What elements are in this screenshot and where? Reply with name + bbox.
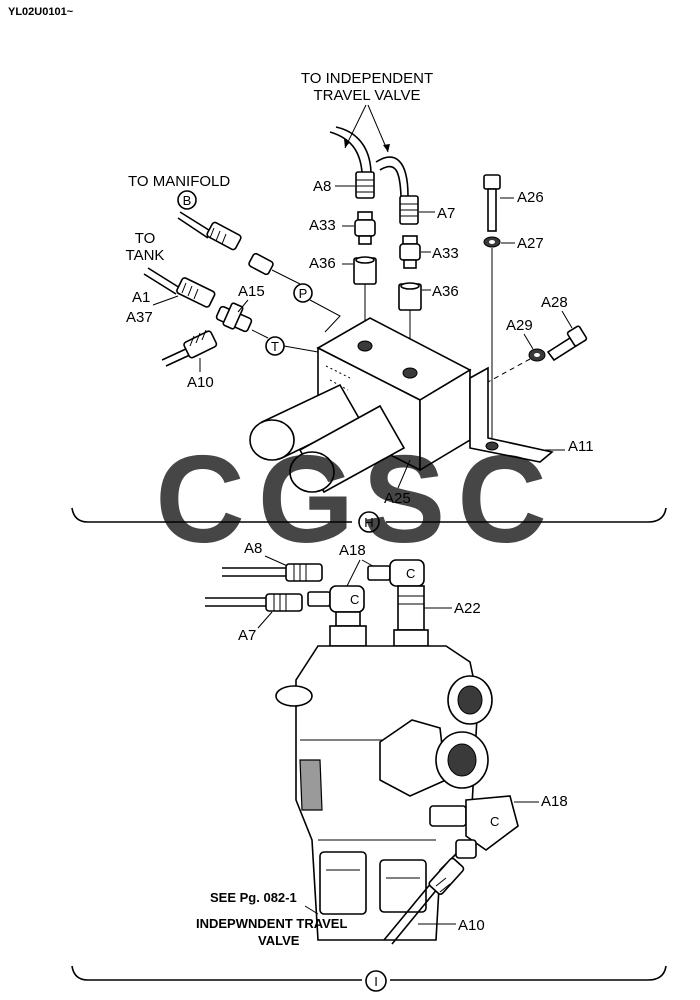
adapter-a33-right xyxy=(399,235,421,269)
fitting-manifold-line xyxy=(206,221,242,251)
bolt-a26 xyxy=(483,174,501,232)
fitting-a8 xyxy=(355,171,375,199)
part-label-a15: A15 xyxy=(238,283,265,300)
part-label-a1: A1 xyxy=(132,289,150,306)
adapter-left-hex xyxy=(329,625,367,647)
hose-a7-bottom xyxy=(205,597,268,607)
fitting-a10-bottom xyxy=(428,857,465,895)
screw-a28 xyxy=(546,325,588,362)
svg-text:C: C xyxy=(406,566,415,581)
tee-fitting-a15 xyxy=(215,302,253,333)
leader-to-independent-right xyxy=(367,104,389,153)
hose-a10-bottom xyxy=(383,881,439,945)
port-p-circle xyxy=(293,283,313,303)
part-label-a36-left: A36 xyxy=(309,255,336,272)
elbow-a18-side: C xyxy=(429,795,519,859)
section-h-bracket xyxy=(71,507,667,523)
nut-a36-right xyxy=(398,282,422,311)
manifold-block xyxy=(316,317,472,472)
bracket-a11 xyxy=(469,366,554,463)
fitting-manifold-adapter xyxy=(248,252,274,276)
part-label-a27: A27 xyxy=(517,235,544,252)
line-to-manifold xyxy=(177,211,213,239)
part-label-a18-side: A18 xyxy=(541,793,568,810)
part-label-a29: A29 xyxy=(506,317,533,334)
part-label-a10-bottom: A10 xyxy=(458,917,485,934)
watermark-letter-c1: C xyxy=(155,431,245,569)
fitting-a8-bottom xyxy=(285,563,323,582)
svg-text:C: C xyxy=(490,814,499,829)
adapter-a22 xyxy=(393,585,429,647)
part-label-a25: A25 xyxy=(384,490,411,507)
part-label-a7-top: A7 xyxy=(437,205,455,222)
part-label-a33-right: A33 xyxy=(432,245,459,262)
part-label-a7-bottom: A7 xyxy=(238,627,256,644)
section-h-label: H xyxy=(364,515,373,530)
nut-a36-left xyxy=(353,256,377,285)
watermark-letter-g: G xyxy=(258,431,354,569)
label-to-manifold: TO MANIFOLD xyxy=(128,173,230,190)
washer-a27 xyxy=(483,236,501,248)
document-id: YL02U0101~ xyxy=(8,6,74,18)
port-t-label: T xyxy=(271,339,279,354)
part-label-a10-top: A10 xyxy=(187,374,214,391)
part-label-a8-top: A8 xyxy=(313,178,331,195)
part-label-a28: A28 xyxy=(541,294,568,311)
label-tank: TANK xyxy=(126,247,165,264)
label-see-page: SEE Pg. 082-1 xyxy=(210,890,297,905)
hose-a10-top xyxy=(161,347,193,367)
port-b-label: B xyxy=(183,193,192,208)
hose-a7-outer xyxy=(379,165,402,197)
part-label-a33-left: A33 xyxy=(309,217,336,234)
label-to: TO xyxy=(135,230,156,247)
line-to-tank xyxy=(143,267,181,295)
section-h-circle xyxy=(358,511,380,533)
label-independent-travel: INDEPWNDENT TRAVEL xyxy=(196,916,347,931)
port-p-label: P xyxy=(299,286,308,301)
fitting-a1-a37 xyxy=(176,277,216,308)
washer-a29 xyxy=(528,348,546,362)
cylinder-front xyxy=(289,404,406,494)
section-i-bracket xyxy=(71,965,667,981)
part-label-a22: A22 xyxy=(454,600,481,617)
part-label-a11: A11 xyxy=(568,438,594,455)
part-label-a37: A37 xyxy=(126,309,153,326)
section-i-circle xyxy=(365,970,387,992)
part-label-a8-bottom: A8 xyxy=(244,540,262,557)
port-b-circle xyxy=(177,190,197,210)
label-travel-valve: TRAVEL VALVE xyxy=(314,87,421,104)
watermark-letter-c2: C xyxy=(457,431,547,569)
hose-a8-outer xyxy=(335,126,372,173)
label-to-independent: TO INDEPENDENT xyxy=(301,70,433,87)
fitting-a10-top xyxy=(183,329,218,359)
part-label-a26: A26 xyxy=(517,189,544,206)
fitting-a7 xyxy=(399,195,419,225)
label-valve: VALVE xyxy=(258,933,300,948)
fitting-a7-bottom xyxy=(265,593,303,612)
elbow-a18-left: C xyxy=(307,585,365,627)
svg-text:C: C xyxy=(350,592,359,607)
independent-travel-valve-body xyxy=(275,645,493,941)
adapter-a33-left xyxy=(354,211,376,245)
cgsc-watermark: C G S C xyxy=(155,431,547,569)
elbow-a18-right: C xyxy=(367,559,425,587)
section-i-label: I xyxy=(374,974,378,989)
hose-a7 xyxy=(375,156,409,197)
part-label-a18-top: A18 xyxy=(339,542,366,559)
watermark-letter-s: S xyxy=(363,431,446,569)
hose-a8 xyxy=(329,131,363,173)
part-label-a36-right: A36 xyxy=(432,283,459,300)
hose-a8-bottom xyxy=(222,567,288,577)
